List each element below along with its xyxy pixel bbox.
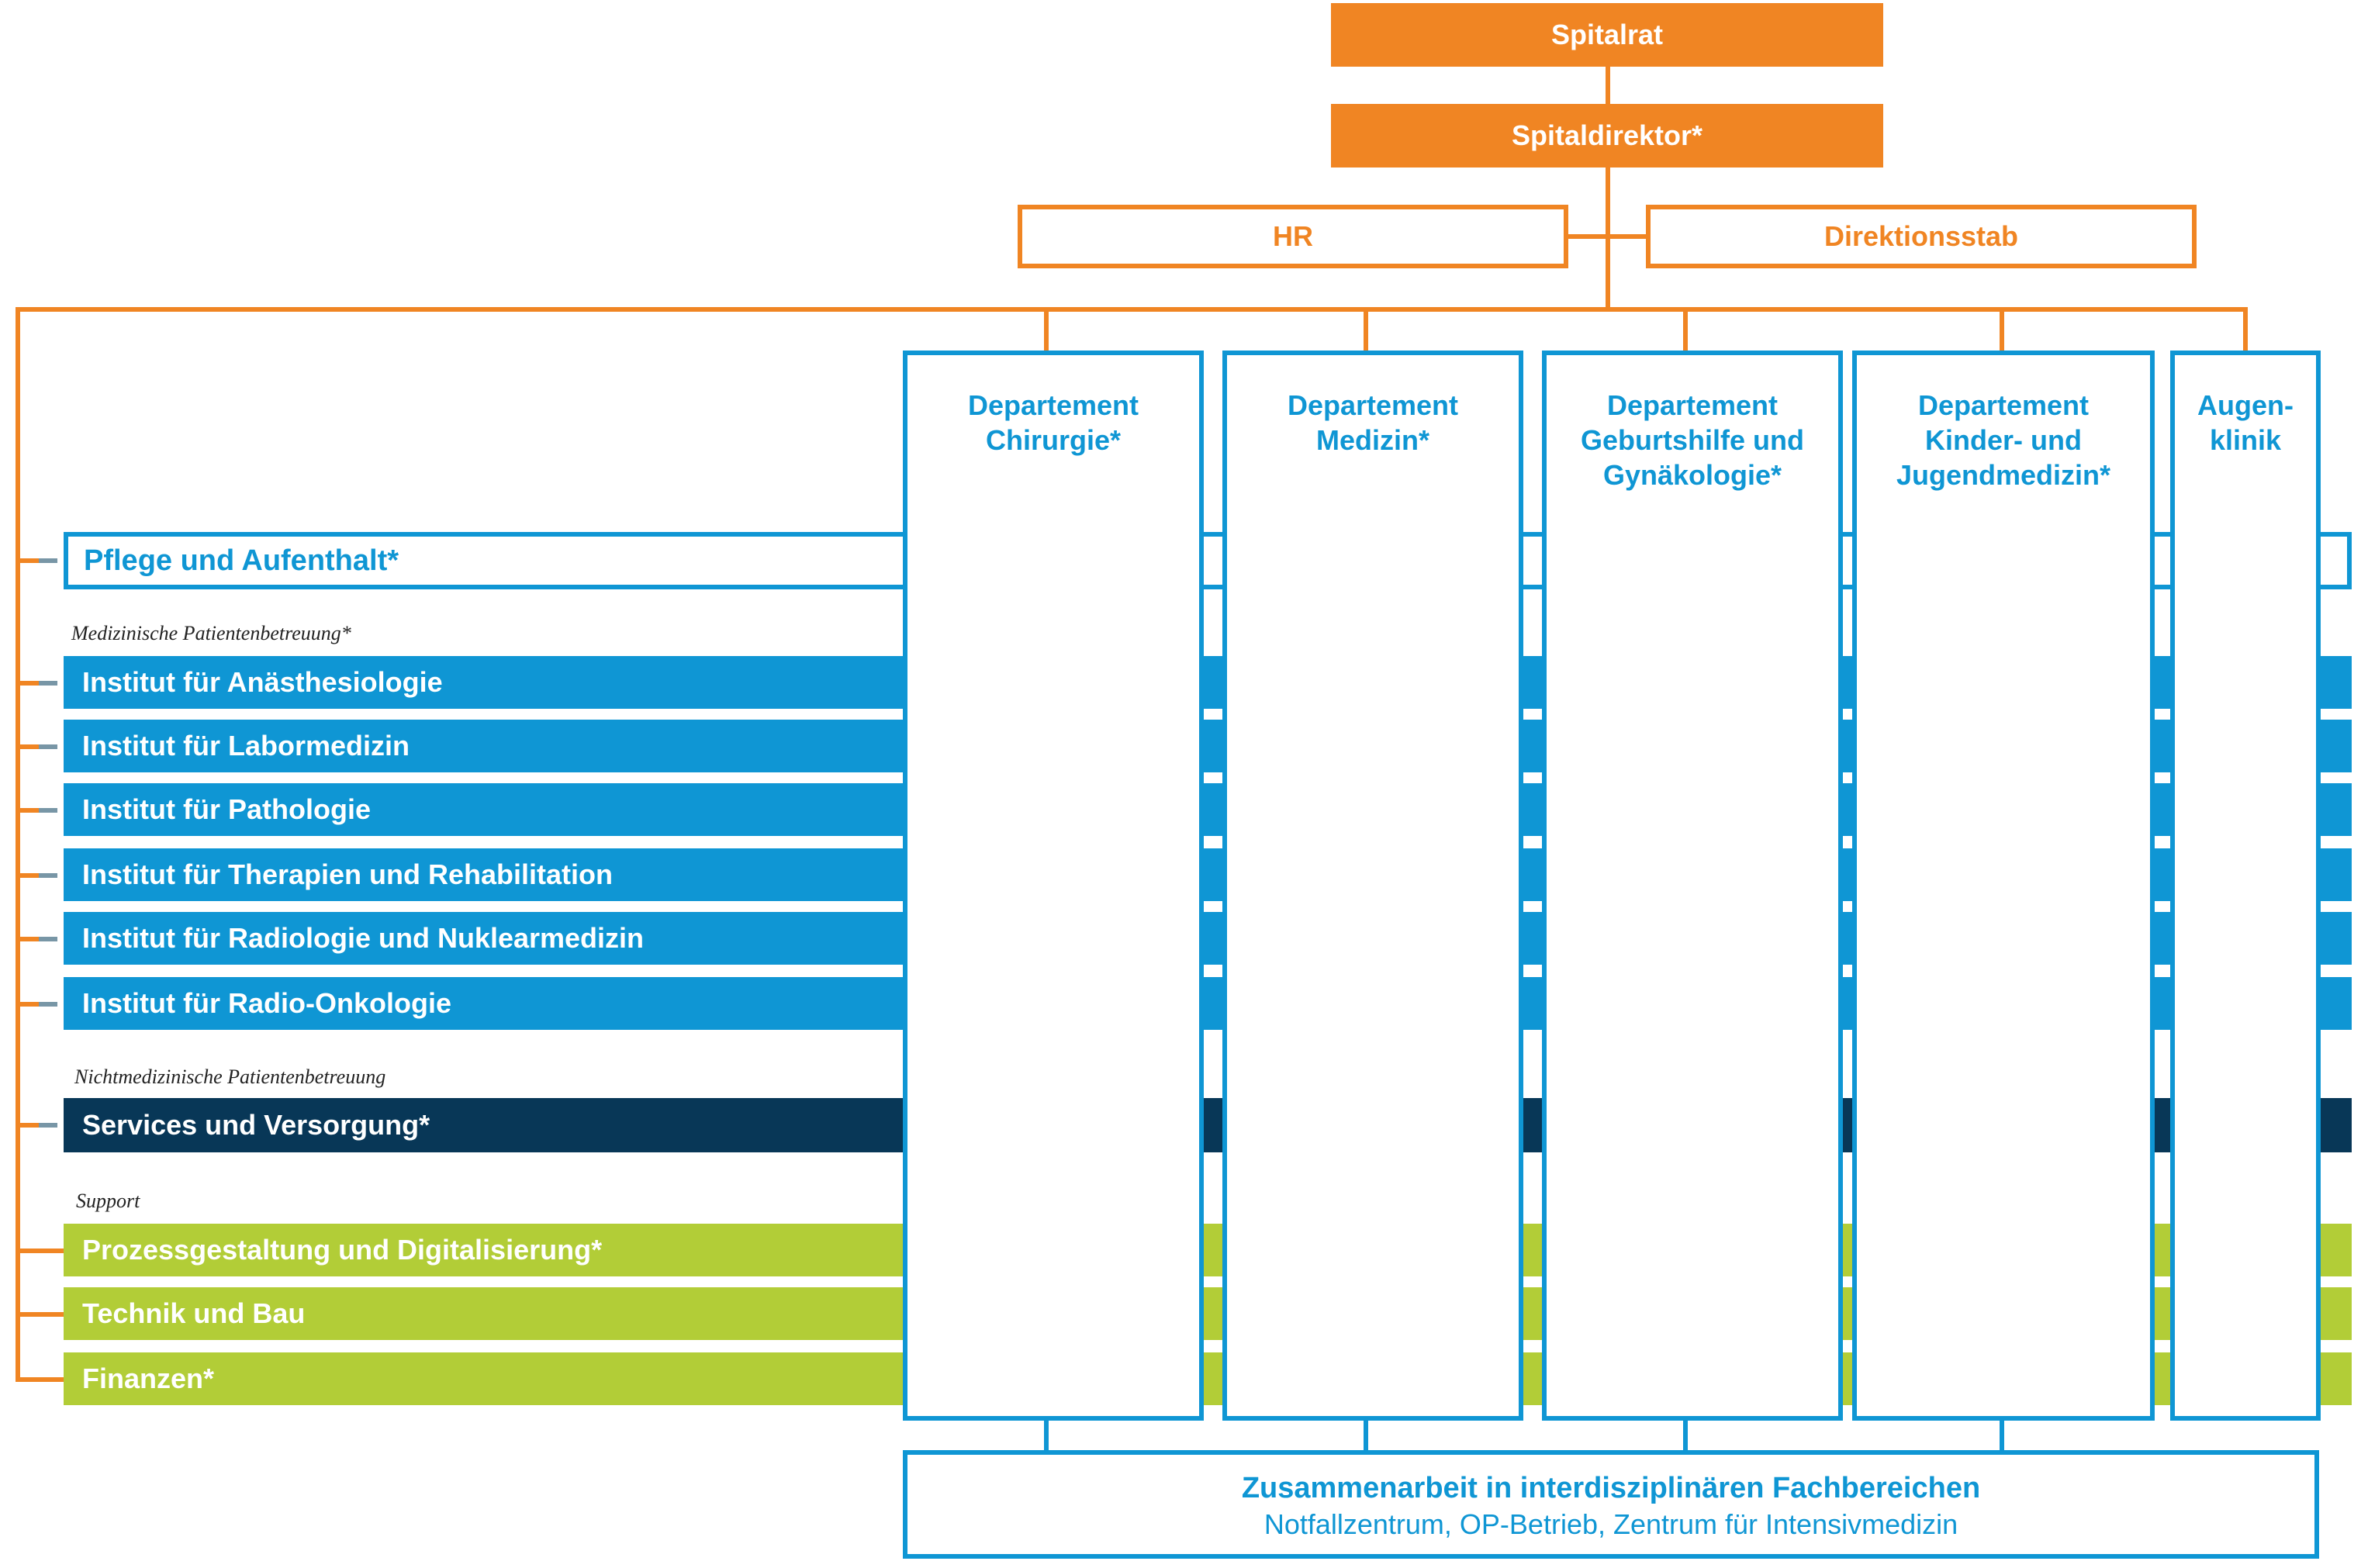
tick-institute-4: [20, 873, 57, 878]
department-title-4-line-1: Departement: [1917, 389, 2090, 421]
support-label-3: Finanzen*: [82, 1363, 215, 1394]
tick-support-3: [20, 1377, 64, 1382]
spitalrat-box: Spitalrat: [1331, 3, 1883, 67]
tick-institute-6: [20, 1002, 57, 1007]
drop-bottom-1: [1044, 1421, 1049, 1453]
department-title-5-line-1: Augen-: [2197, 389, 2294, 421]
tick-institute-2: [20, 744, 57, 749]
drop-dept-3: [1683, 307, 1688, 351]
department-title-1-line-2: Chirurgie*: [985, 424, 1122, 456]
tick-institute-1: [20, 681, 57, 686]
tick-institute-5: [20, 937, 57, 941]
tick-support-2: [20, 1312, 64, 1317]
drop-dept-5: [2243, 307, 2248, 351]
direktionsstab-box: Direktionsstab: [1646, 205, 2197, 268]
tick-pflege: [20, 558, 57, 563]
tick-institute-3: [20, 808, 57, 813]
left-spine-connector: [16, 307, 20, 1382]
support-label-2: Technik und Bau: [82, 1297, 306, 1329]
spitaldirektor-label: Spitaldirektor*: [1511, 119, 1703, 151]
tick-services: [20, 1123, 57, 1128]
connector-staff-units: [1568, 234, 1646, 239]
institute-label-6: Institut für Radio-Onkologie: [82, 987, 451, 1019]
institute-label-3: Institut für Pathologie: [82, 793, 371, 825]
collaboration-box: Zusammenarbeit in interdisziplinären Fac…: [903, 1450, 2319, 1559]
drop-bottom-3: [1683, 1421, 1688, 1453]
support-label-1: Prozessgestaltung und Digitalisierung*: [82, 1234, 603, 1266]
department-title-3-line-1: Departement: [1606, 389, 1779, 421]
institute-label-2: Institut für Labormedizin: [82, 730, 410, 762]
spitaldirektor-box: Spitaldirektor*: [1331, 104, 1883, 168]
connector-director-trunk: [1606, 168, 1610, 310]
section-label-medical: Medizinische Patientenbetreuung*: [71, 622, 351, 644]
department-title-3-line-3: Gynäkologie*: [1602, 459, 1782, 491]
drop-dept-1: [1044, 307, 1049, 351]
department-title-1-line-1: Departement: [967, 389, 1139, 421]
department-title-4-line-3: Jugendmedizin*: [1896, 459, 2111, 491]
spitalrat-label: Spitalrat: [1550, 19, 1664, 50]
department-column-5: Augen-klinik: [2170, 351, 2321, 1421]
services-label: Services und Versorgung*: [82, 1109, 430, 1141]
section-label-nonmedical: Nichtmedizinische Patientenbetreuung: [74, 1065, 386, 1088]
drop-bottom-2: [1364, 1421, 1368, 1453]
department-title-5-line-2: klinik: [2209, 424, 2282, 456]
direktionsstab-label: Direktionsstab: [1823, 220, 2019, 252]
department-title-2-line-1: Departement: [1287, 389, 1459, 421]
drop-bottom-4: [2000, 1421, 2004, 1453]
collaboration-areas: Notfallzentrum, OP-Betrieb, Zentrum für …: [1263, 1508, 1958, 1540]
section-label-support: Support: [76, 1190, 140, 1212]
drop-dept-2: [1364, 307, 1368, 351]
hr-label: HR: [1273, 220, 1313, 252]
pflege-label: Pflege und Aufenthalt*: [84, 544, 399, 577]
department-title-2-line-2: Medizin*: [1315, 424, 1429, 456]
institute-label-5: Institut für Radiologie und Nuklearmediz…: [82, 922, 645, 954]
tick-support-1: [20, 1249, 64, 1253]
collaboration-title: Zusammenarbeit in interdisziplinären Fac…: [1241, 1472, 1981, 1504]
drop-dept-4: [2000, 307, 2004, 351]
connector-board-director: [1606, 67, 1610, 104]
department-title-3-line-2: Geburtshilfe und: [1581, 424, 1804, 456]
department-title-4-line-2: Kinder- und: [1925, 424, 2082, 456]
main-horizontal-connector: [16, 307, 2248, 312]
institute-label-4: Institut für Therapien und Rehabilitatio…: [82, 858, 613, 890]
institute-label-1: Institut für Anästhesiologie: [82, 666, 443, 698]
hr-box: HR: [1018, 205, 1568, 268]
